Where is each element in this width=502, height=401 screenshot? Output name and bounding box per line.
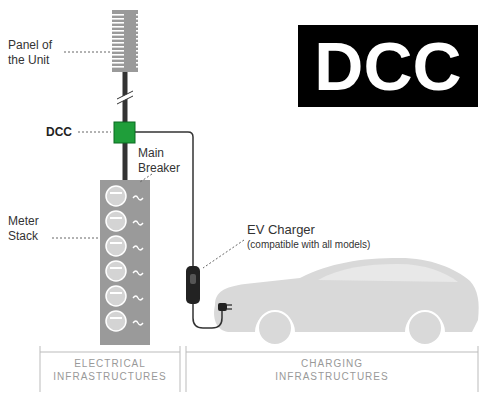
part-label: EV Charger <box>247 222 367 238</box>
breaker-symbol <box>133 296 143 300</box>
panel-vents <box>112 14 138 68</box>
car-wheel <box>408 311 442 345</box>
car-wheel <box>258 311 292 345</box>
meter-bar <box>110 217 122 219</box>
break-mark <box>117 91 133 99</box>
meter-stack <box>100 180 150 345</box>
section-bracket <box>40 346 180 392</box>
section-label: CHARGING INFRASTRUCTURES <box>252 358 412 383</box>
meter-dial <box>106 261 126 281</box>
car-window <box>318 264 458 282</box>
meter-bar <box>110 292 122 294</box>
leader-line <box>52 238 99 239</box>
part-label: Main Breaker <box>138 146 190 176</box>
meter-bar <box>110 267 122 269</box>
car-silhouette <box>214 258 479 345</box>
charging-plug <box>218 303 227 311</box>
note-label: (compatible with all models) <box>247 239 417 252</box>
plug-pin <box>227 308 232 309</box>
breaker-symbol <box>133 271 143 275</box>
meter-dial <box>106 211 126 231</box>
meter-bar <box>110 192 122 194</box>
part-label: DCC <box>46 125 78 140</box>
breaker-symbol <box>133 221 143 225</box>
leader-line <box>78 132 111 133</box>
meter-dial <box>106 311 126 331</box>
meter-group <box>106 186 143 331</box>
leader-line <box>140 174 152 182</box>
section-bracket <box>186 346 478 392</box>
part-label: Panel of the Unit <box>8 38 64 68</box>
meter-bar <box>110 242 122 244</box>
panel-box <box>112 10 138 72</box>
section-label: ELECTRICAL INFRASTRUCTURES <box>42 358 178 383</box>
meter-bar <box>110 317 122 319</box>
leader-line <box>203 240 244 268</box>
meter-dial <box>106 236 126 256</box>
plug-pin <box>227 304 232 305</box>
breaker-symbol <box>133 196 143 200</box>
title-box: DCC <box>298 25 478 107</box>
part-label: Meter Stack <box>8 214 54 244</box>
charging-cable <box>193 304 222 328</box>
charger-screen <box>190 274 196 284</box>
dcc-device <box>114 122 135 143</box>
leader-line <box>64 52 110 53</box>
ev-charger <box>186 266 200 304</box>
meter-dial <box>106 286 126 306</box>
breaker-symbol <box>133 321 143 325</box>
breaker-symbol <box>133 246 143 250</box>
meter-dial <box>106 186 126 206</box>
break-mark <box>117 96 133 104</box>
